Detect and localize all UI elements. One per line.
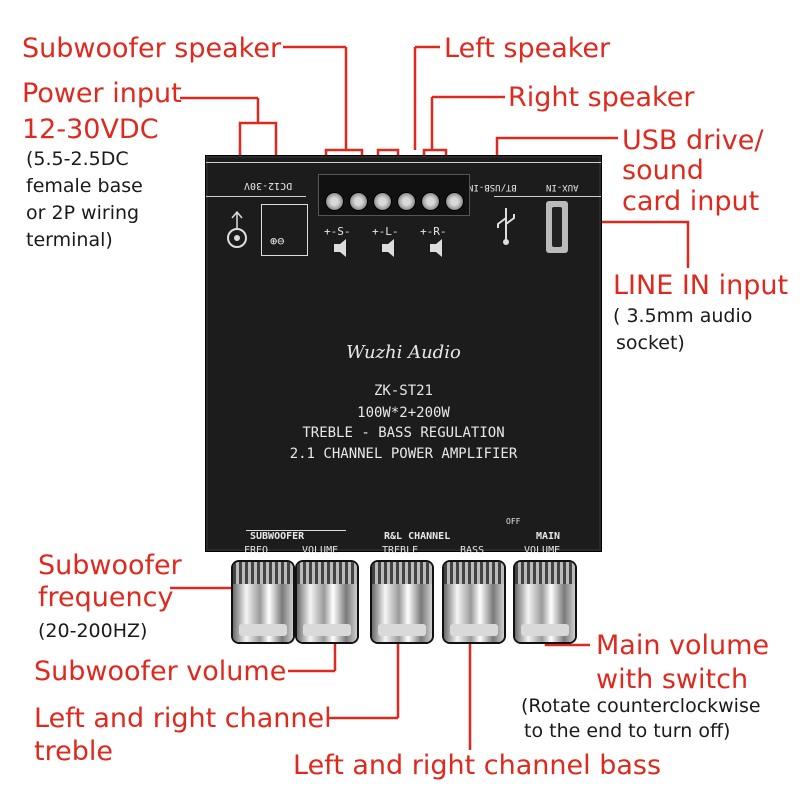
rl-group-label: R&L CHANNEL: [384, 531, 451, 542]
label-left-speaker: Left speaker: [444, 33, 611, 64]
r-terminal-label: +-R-: [420, 225, 447, 238]
main-volume-knob[interactable]: [515, 562, 575, 642]
model-text: ZK-ST21: [373, 383, 433, 399]
power-note-1: (5.5-2.5DC: [26, 148, 129, 170]
power-text: 100W*2+200W: [357, 405, 450, 421]
power-note-4: terminal): [26, 229, 113, 251]
main-volume-note-1: (Rotate counterclockwise: [521, 695, 761, 717]
power-note-3: or 2P wiring: [26, 202, 140, 224]
freq-knob[interactable]: [233, 562, 293, 642]
dc-label: DC12-30V: [244, 180, 293, 191]
dc-jack-icon: [224, 208, 250, 256]
terminal-screw-r-pos[interactable]: [421, 192, 440, 211]
terminal-screw-r-neg[interactable]: [445, 192, 464, 211]
feature-text: TREBLE - BASS REGULATION: [302, 425, 505, 441]
line-in-note-2: socket): [616, 332, 685, 354]
freq-label: FREQ: [244, 545, 269, 556]
label-power-input: Power input: [22, 78, 182, 109]
off-label: OFF: [506, 517, 521, 526]
l-terminal-label: +-L-: [372, 225, 399, 238]
main-volume-label: VOLUME: [524, 545, 561, 556]
auxin-label: AUX-IN: [546, 182, 579, 192]
knob-cap: [303, 624, 351, 636]
treble-knob[interactable]: [372, 562, 432, 642]
brand-logo: Wuzhi Audio: [346, 342, 461, 363]
main-group-label: MAIN: [536, 531, 561, 542]
usb-icon: [491, 206, 521, 246]
knob-ridge: [297, 562, 357, 584]
label-treble-1: Left and right channel: [34, 703, 332, 734]
sub-freq-range: (20-200HZ): [38, 620, 148, 642]
main-volume-note-2: to the end to turn off): [524, 720, 731, 742]
line-in-note-1: ( 3.5mm audio: [613, 305, 753, 327]
label-usb-3: card input: [622, 186, 760, 217]
label-main-volume-1: Main volume: [596, 630, 770, 661]
sub-group-line: [246, 530, 346, 531]
label-line-in: LINE IN input: [613, 270, 789, 301]
bass-knob[interactable]: [444, 562, 504, 642]
top-rail: [206, 162, 601, 163]
knob-cap: [450, 624, 498, 636]
knob-ridge: [372, 562, 432, 584]
label-voltage: 12-30VDC: [22, 114, 159, 145]
label-sub-freq-1: Subwoofer: [38, 550, 182, 581]
sub-volume-knob[interactable]: [297, 562, 357, 642]
label-treble-2: treble: [34, 736, 113, 767]
terminal-screw-s-pos[interactable]: [325, 192, 344, 211]
desc-text: 2.1 CHANNEL POWER AMPLIFIER: [289, 446, 518, 462]
input-divider: [494, 196, 601, 197]
label-usb-1: USB drive/: [622, 125, 764, 156]
amplifier-board: DC12-30V BT/USB-IN AUX-IN ⊕⊖ +-S- +-L- +…: [205, 155, 602, 556]
power-note-2: female base: [26, 175, 143, 197]
label-right-speaker: Right speaker: [508, 82, 695, 113]
btusb-label: BT/USB-IN: [468, 182, 517, 192]
power-terminal: ⊕⊖: [261, 204, 308, 256]
knob-ridge: [444, 562, 504, 584]
terminal-screw-l-pos[interactable]: [373, 192, 392, 211]
speaker-terminal-block[interactable]: [318, 174, 470, 216]
knob-ridge: [233, 562, 293, 584]
terminal-screw-s-neg[interactable]: [349, 192, 368, 211]
knob-cap: [378, 624, 426, 636]
label-sub-volume: Subwoofer volume: [34, 656, 287, 687]
aux-jack-hole: [552, 207, 562, 247]
knob-ridge: [515, 562, 575, 584]
label-main-volume-2: with switch: [596, 664, 749, 695]
label-subwoofer-speaker: Subwoofer speaker: [22, 33, 282, 64]
knob-cap: [239, 624, 287, 636]
sub-volume-label: VOLUME: [302, 545, 339, 556]
treble-label: TREBLE: [382, 545, 419, 556]
dc-divider: [206, 196, 306, 197]
sub-group-label: SUBWOOFER: [250, 531, 305, 542]
label-sub-freq-2: frequency: [38, 582, 174, 613]
bass-label: BASS: [460, 545, 485, 556]
polarity-icon: ⊕⊖: [270, 234, 285, 248]
terminal-screw-l-neg[interactable]: [397, 192, 416, 211]
speaker-icons: [324, 238, 474, 258]
s-terminal-label: +-S-: [324, 225, 351, 238]
aux-jack[interactable]: [546, 201, 568, 253]
knob-cap: [521, 624, 569, 636]
label-bass: Left and right channel bass: [293, 750, 662, 781]
label-usb-2: sound: [622, 155, 704, 186]
